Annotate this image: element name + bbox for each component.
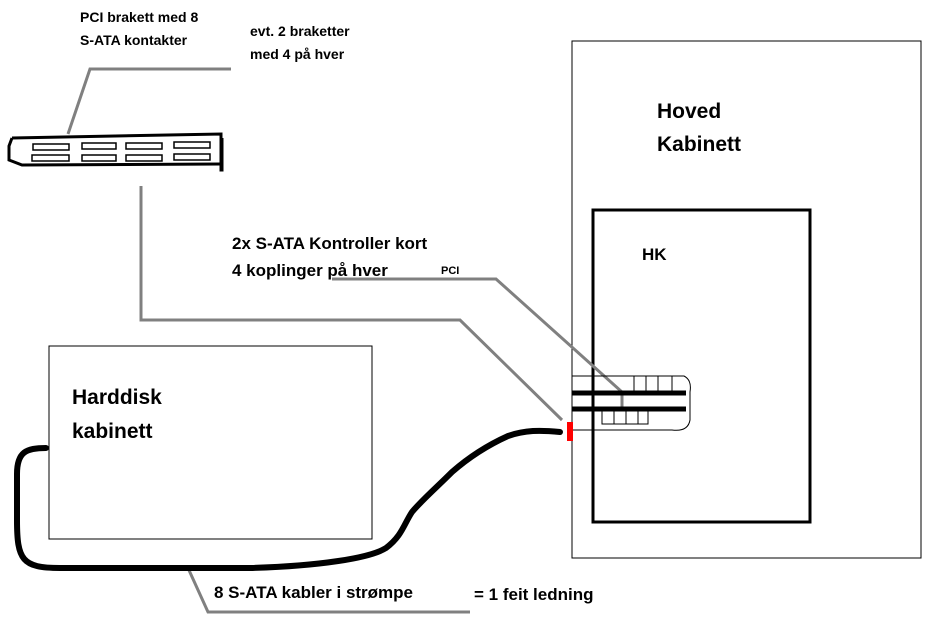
bracket-to-controller-leader xyxy=(139,186,564,422)
pci-bracket xyxy=(7,132,224,172)
controller-cards xyxy=(572,375,691,431)
pci-bracket-label-line1: PCI brakett med 8 xyxy=(80,9,198,25)
main-cabinet-box xyxy=(571,40,922,559)
main-cabinet-label-line2: Kabinett xyxy=(657,133,741,156)
cables-label: 8 S-ATA kabler i strømpe xyxy=(214,583,413,602)
cable-label-leader xyxy=(186,567,470,614)
sata-cable-bundle xyxy=(14,427,563,571)
controller-label-line2: 4 koplinger på hver xyxy=(232,261,388,280)
controller-label-line1: 2x S-ATA Kontroller kort xyxy=(232,234,428,253)
pci-bracket-label-line2: S-ATA kontakter xyxy=(80,32,188,48)
hdd-cabinet-label-line2: kabinett xyxy=(72,420,153,443)
controller-label-leader xyxy=(332,277,624,410)
cable-connector xyxy=(567,422,573,441)
main-cabinet-label-line1: Hoved xyxy=(657,100,721,123)
alt-brackets-label-line2: med 4 på hver xyxy=(250,46,345,62)
hdd-cabinet-label-line1: Harddisk xyxy=(72,386,162,409)
hdd-cabinet-box xyxy=(48,345,373,540)
equals-cable-label: = 1 feit ledning xyxy=(474,585,594,604)
hk-box xyxy=(591,208,812,524)
controller-label-pci: PCI xyxy=(441,265,459,277)
hk-label: HK xyxy=(642,245,667,264)
alt-brackets-label-line1: evt. 2 braketter xyxy=(250,23,350,39)
bracket-label-leader xyxy=(66,67,231,135)
